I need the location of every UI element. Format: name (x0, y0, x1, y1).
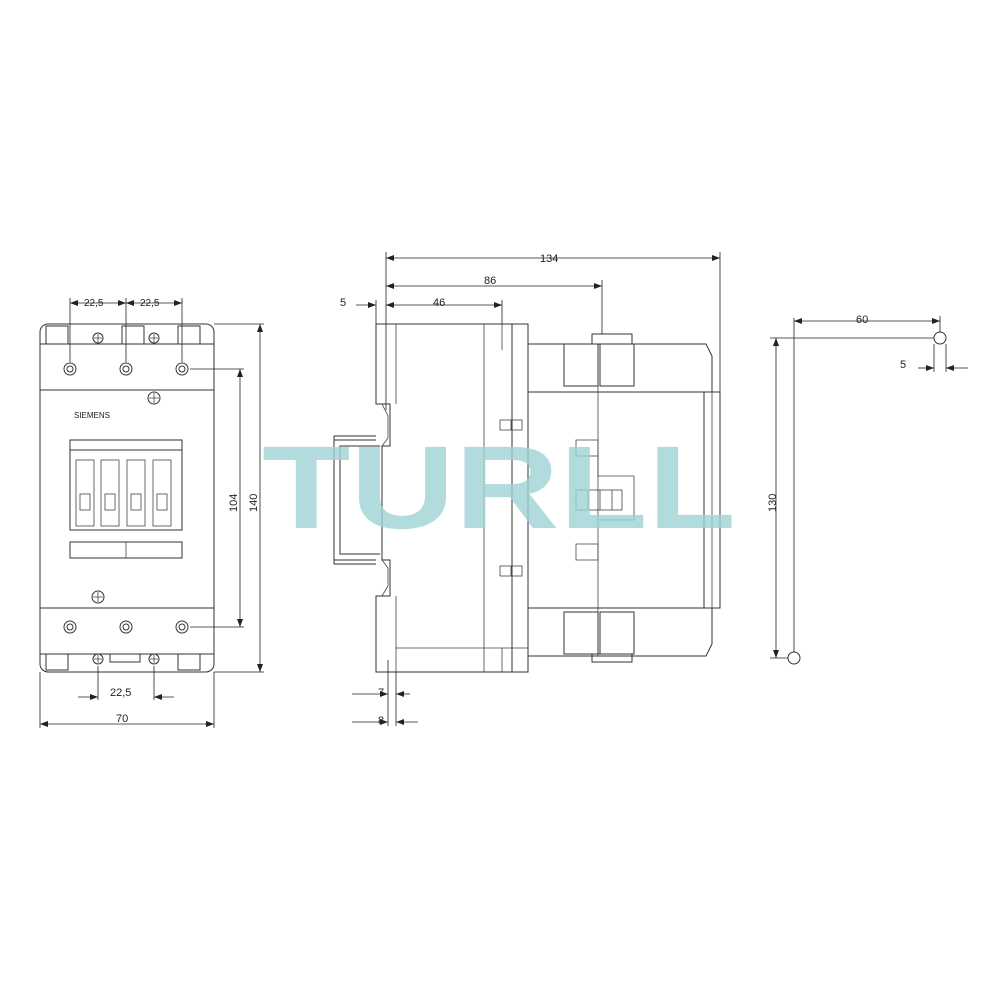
side-details (499, 419, 635, 577)
din-rail (333, 435, 380, 565)
dim-side-bottom (352, 660, 418, 726)
center-screw (91, 590, 105, 604)
dim-depth-total-label: 134 (540, 253, 558, 265)
dim-offset-bottom-a-label: 7 (378, 687, 384, 699)
dim-bottom-pitch (78, 666, 174, 700)
bottom-terminal-screws (63, 620, 189, 634)
clearance-top-marker (933, 331, 947, 345)
auxiliary-contact-block (69, 439, 183, 559)
upper-terminal-body (527, 343, 713, 393)
dim-depth-mid-label: 86 (484, 275, 496, 287)
dim-width-label: 70 (116, 713, 128, 725)
dim-offset-bottom-b-label: 8 (378, 715, 384, 727)
side-view: 134 86 46 5 7 8 (333, 252, 721, 727)
watermark: TURLL (262, 422, 736, 554)
dim-offset-top-label: 5 (340, 297, 346, 309)
dim-pitch-top-right-label: 22,5 (140, 298, 160, 309)
clearance-bottom-marker (787, 651, 801, 665)
front-housing (39, 323, 215, 673)
lower-terminal-body (527, 607, 713, 657)
dim-clearance-horizontal-label: 60 (856, 314, 868, 326)
dim-side-top (356, 252, 721, 410)
bottom-terminal-tabs (45, 653, 201, 671)
dim-top-pitch (69, 298, 183, 362)
top-terminal-screws (63, 362, 189, 376)
front-view: SIEMENS (39, 298, 264, 728)
brand-label: SIEMENS (74, 411, 110, 420)
dim-pitch-top-left-label: 22,5 (84, 298, 104, 309)
clearance-view: 60 5 130 (767, 314, 968, 665)
dim-clearance-vertical-label: 130 (767, 494, 779, 512)
dim-height-outer-label: 140 (248, 494, 260, 512)
dim-heights (190, 323, 264, 673)
top-cross-screws (92, 332, 161, 405)
dim-pitch-bottom-label: 22,5 (110, 687, 131, 699)
dim-clearance-offset-label: 5 (900, 359, 906, 371)
dim-depth-rail-label: 46 (433, 297, 445, 309)
bottom-cross-screws (92, 653, 160, 665)
terminal-screw-blocks (563, 333, 635, 663)
top-terminal-tabs (45, 325, 201, 345)
dim-width (39, 672, 215, 728)
dim-height-inner-label: 104 (228, 494, 240, 512)
